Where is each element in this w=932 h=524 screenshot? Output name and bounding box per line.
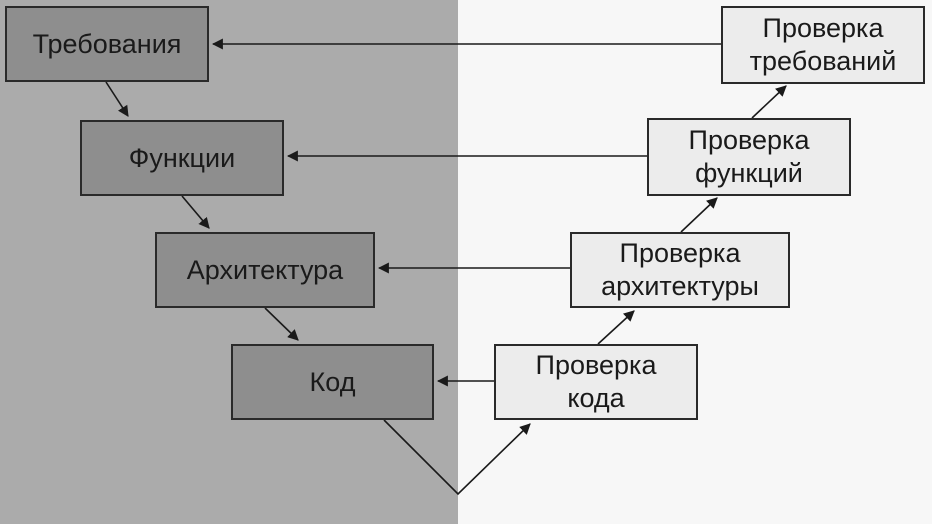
box-architecture: Архитектура xyxy=(155,232,375,308)
box-check-requirements: Проверка требований xyxy=(721,6,925,84)
box-check-code: Проверка кода xyxy=(494,344,698,420)
box-label-line-1: Проверка xyxy=(762,13,884,43)
box-label: Требования xyxy=(32,28,182,59)
box-functions: Функции xyxy=(80,120,284,196)
box-label-line-2: требований xyxy=(749,46,897,76)
arrow-checkcode-to-checkarch xyxy=(597,310,635,345)
v-bottom-line xyxy=(383,419,531,496)
box-check-functions: Проверка функций xyxy=(647,118,851,196)
box-requirements: Требования xyxy=(5,6,209,82)
box-label-line-1: Проверка xyxy=(535,350,657,380)
arrow-checkarch-to-checkfunc xyxy=(680,197,718,233)
box-label: Архитектура xyxy=(186,254,344,285)
arrow-arch-to-code xyxy=(264,307,299,341)
box-label-line-1: Проверка xyxy=(619,238,741,268)
box-label-line-2: функций xyxy=(695,158,803,188)
arrow-checkfunc-to-checkreq xyxy=(751,85,787,119)
box-check-architecture: Проверка архитектуры xyxy=(570,232,790,308)
arrow-func-to-arch xyxy=(181,195,210,229)
box-label-line-2: архитектуры xyxy=(601,271,759,301)
arrow-req-to-func xyxy=(105,81,129,117)
box-label-line-2: кода xyxy=(567,383,625,413)
box-label-line-1: Проверка xyxy=(688,125,810,155)
box-label: Код xyxy=(309,366,356,397)
box-code: Код xyxy=(231,344,434,420)
box-label: Функции xyxy=(128,142,236,173)
